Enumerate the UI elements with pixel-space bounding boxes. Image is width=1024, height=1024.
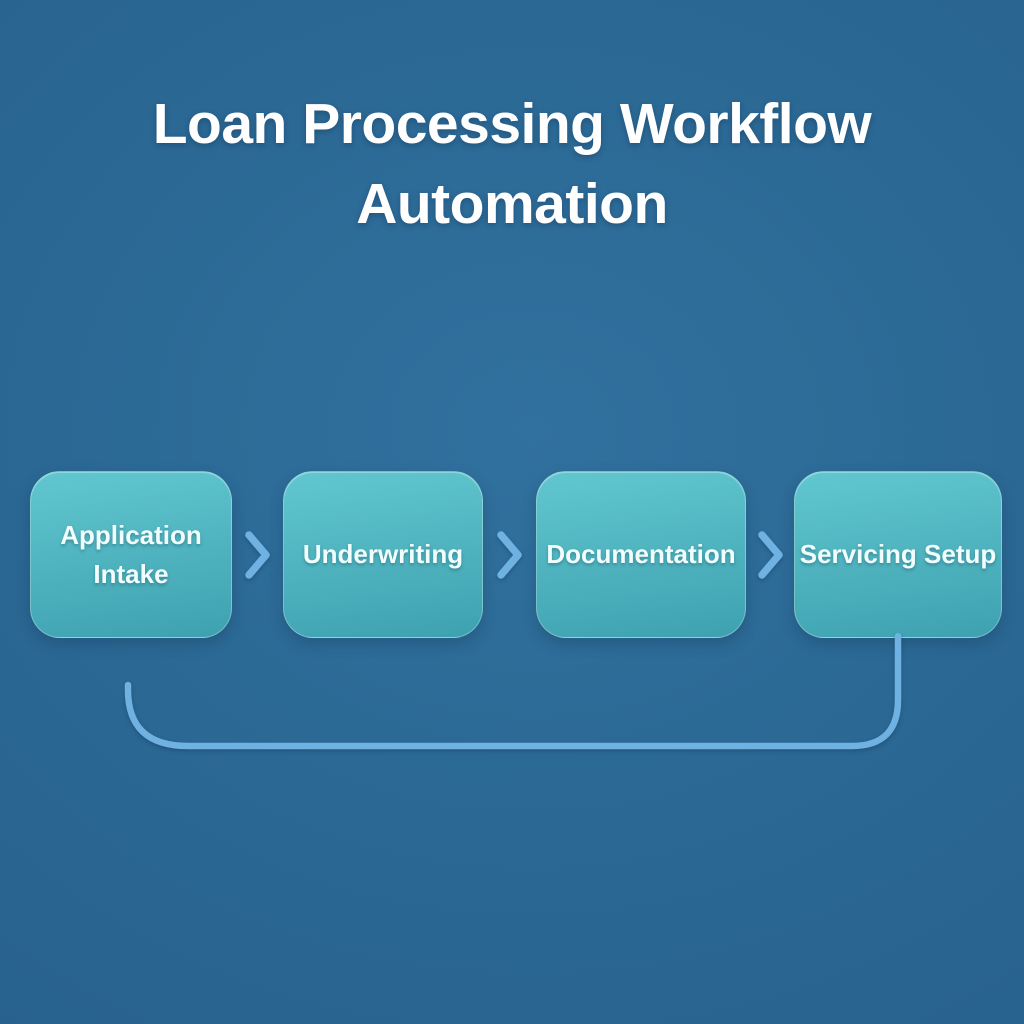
step-servicing-setup: Servicing Setup <box>794 471 1002 638</box>
step-documentation: Documentation <box>536 471 746 638</box>
step-label-documentation: Documentation <box>546 539 736 569</box>
chevron-right-icon <box>245 531 270 579</box>
step-underwriting: Underwriting <box>283 471 483 638</box>
step-label-application-intake: Application Intake <box>60 519 202 589</box>
step-application-intake: Application Intake <box>30 471 232 638</box>
step-label-servicing-setup: Servicing Setup <box>799 539 997 569</box>
chevron-right-icon <box>758 531 783 579</box>
step-label-underwriting: Underwriting <box>302 539 464 569</box>
chevron-right-icon <box>497 531 522 579</box>
page-title: Loan Processing Workflow Automation <box>152 92 872 236</box>
